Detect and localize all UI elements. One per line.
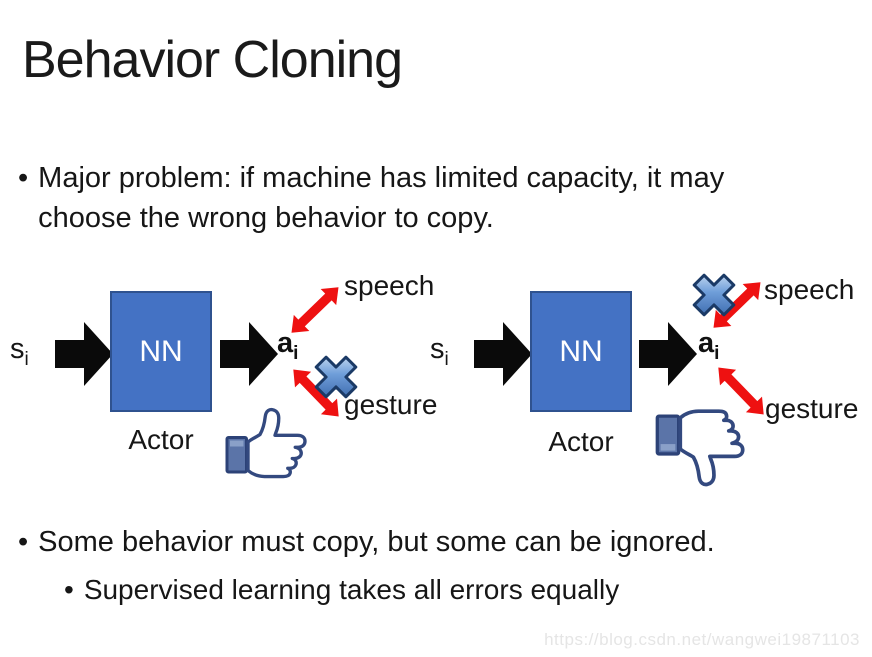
cross-icon [314, 355, 358, 399]
page-title: Behavior Cloning [22, 31, 403, 89]
nn-label: NN [139, 334, 183, 368]
watermark-url: https://blog.csdn.net/wangwei19871103 [544, 630, 860, 649]
action-subscript: i [293, 342, 299, 364]
bullet-text: Supervised learning takes all errors equ… [83, 574, 620, 605]
nn-box: NN [110, 291, 212, 412]
state-label: si [10, 333, 29, 371]
bullet-marker: • [18, 162, 29, 194]
state-base: s [10, 333, 25, 365]
cross-icon [692, 273, 736, 317]
sub-bullet-supervised: • Supervised learning takes all errors e… [64, 570, 619, 610]
bullet-some-behavior: • Some behavior must copy, but some can … [18, 522, 848, 562]
state-label: si [430, 333, 449, 371]
output-arrow-icon [639, 322, 697, 386]
bullet-marker: • [18, 526, 29, 558]
action-base: a [698, 327, 715, 359]
thumbs-up-icon [225, 407, 307, 479]
thumbs-down-icon [655, 409, 745, 487]
action-base: a [277, 327, 294, 359]
nn-box: NN [530, 291, 632, 412]
bullet-text: Major problem: if machine has limited ca… [38, 162, 725, 234]
nn-label: NN [559, 334, 603, 368]
speech-double-arrow-icon [291, 287, 339, 333]
input-arrow-icon [474, 322, 532, 386]
speech-label: speech [344, 270, 435, 301]
action-label: ai [277, 327, 298, 365]
bullet-text: Some behavior must copy, but some can be… [38, 526, 715, 558]
state-subscript: i [444, 348, 449, 370]
actor-label: Actor [128, 424, 194, 455]
speech-label: speech [764, 274, 855, 305]
gesture-double-arrow-icon [718, 367, 764, 415]
actor-label: Actor [548, 426, 614, 457]
output-arrow-icon [220, 322, 278, 386]
action-subscript: i [714, 342, 720, 364]
state-base: s [430, 333, 445, 365]
gesture-label: gesture [765, 393, 859, 424]
gesture-label: gesture [344, 389, 438, 420]
input-arrow-icon [55, 322, 113, 386]
bullet-major-problem: • Major problem: if machine has limited … [18, 158, 802, 238]
state-subscript: i [24, 348, 29, 370]
action-label: ai [698, 327, 719, 365]
bullet-marker: • [64, 574, 74, 605]
speech-double-arrow-icon [713, 282, 761, 328]
gesture-double-arrow-icon [293, 369, 339, 417]
